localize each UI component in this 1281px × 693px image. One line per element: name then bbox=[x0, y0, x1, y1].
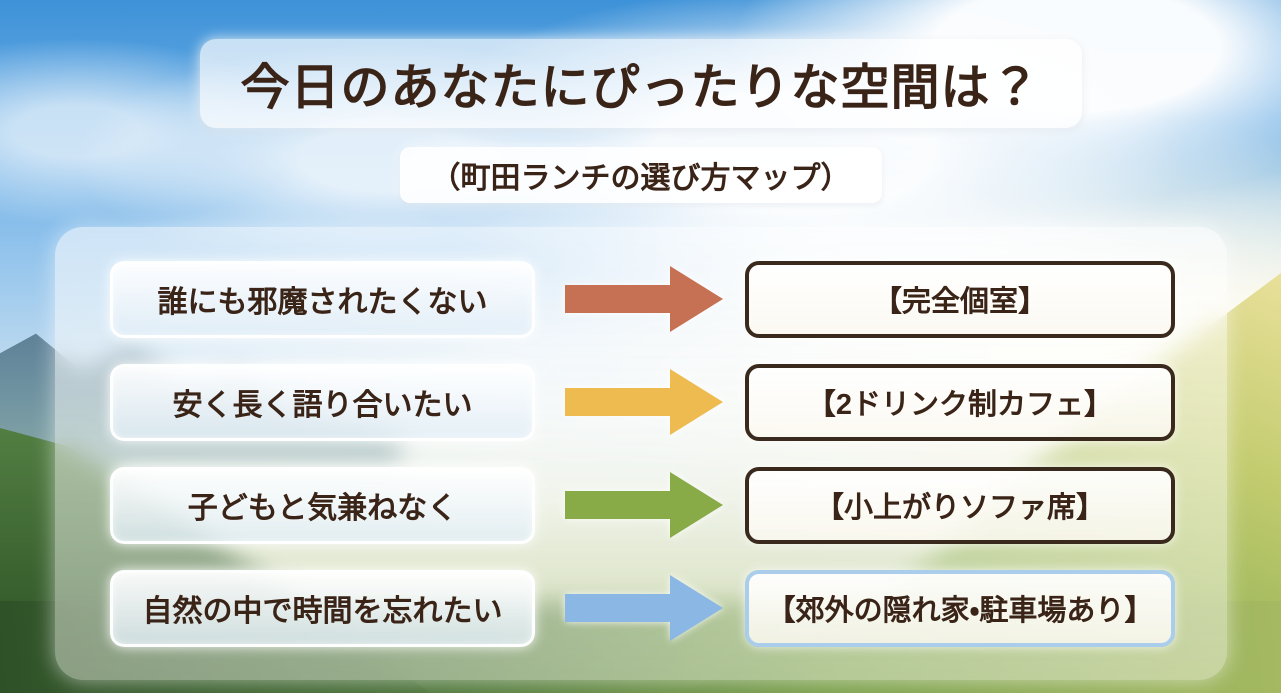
decision-row-with-kids: 子どもと気兼ねなく 【小上がりソファ席】 bbox=[110, 466, 1175, 544]
decision-row-cheap-long-talk: 安く長く語り合いたい 【2ドリンク制カフェ】 bbox=[110, 363, 1175, 441]
result-box: 【完全個室】 bbox=[745, 260, 1175, 338]
arrow-right-icon bbox=[565, 369, 723, 435]
result-label: 【郊外の隠れ家・駐車場あり】 bbox=[766, 595, 1154, 627]
need-label: 誰にも邪魔されたくない bbox=[157, 286, 488, 319]
need-box: 誰にも邪魔されたくない bbox=[110, 260, 535, 338]
need-label: 子どもと気兼ねなく bbox=[187, 492, 458, 525]
decision-row-nature: 自然の中で時間を忘れたい 【郊外の隠れ家・駐車場あり】 bbox=[110, 569, 1175, 647]
result-box: 【郊外の隠れ家・駐車場あり】 bbox=[745, 569, 1175, 647]
result-label: 【完全個室】 bbox=[872, 286, 1047, 318]
result-box: 【小上がりソファ席】 bbox=[745, 466, 1175, 544]
page-subtitle: （町田ランチの選び方マップ） bbox=[430, 162, 851, 195]
result-box: 【2ドリンク制カフェ】 bbox=[745, 363, 1175, 441]
need-label: 自然の中で時間を忘れたい bbox=[142, 595, 503, 628]
arrow-right-icon bbox=[565, 575, 723, 641]
arrow-right-icon bbox=[565, 266, 723, 332]
title-box: 今日のあなたにぴったりな空間は？ bbox=[199, 39, 1082, 128]
need-box: 安く長く語り合いたい bbox=[110, 363, 535, 441]
need-label: 安く長く語り合いたい bbox=[172, 389, 473, 422]
arrow-right-icon bbox=[565, 472, 723, 538]
need-box: 子どもと気兼ねなく bbox=[110, 466, 535, 544]
need-box: 自然の中で時間を忘れたい bbox=[110, 569, 535, 647]
result-label: 【2ドリンク制カフェ】 bbox=[806, 389, 1114, 421]
subtitle-box: （町田ランチの選び方マップ） bbox=[399, 147, 882, 203]
page-title: 今日のあなたにぴったりな空間は？ bbox=[240, 61, 1041, 115]
decision-row-private: 誰にも邪魔されたくない 【完全個室】 bbox=[110, 260, 1175, 338]
decision-map-panel: 誰にも邪魔されたくない 【完全個室】 安く長く語り合いたい 【2ドリンク制カフェ… bbox=[55, 227, 1227, 680]
result-label: 【小上がりソファ席】 bbox=[814, 492, 1105, 524]
